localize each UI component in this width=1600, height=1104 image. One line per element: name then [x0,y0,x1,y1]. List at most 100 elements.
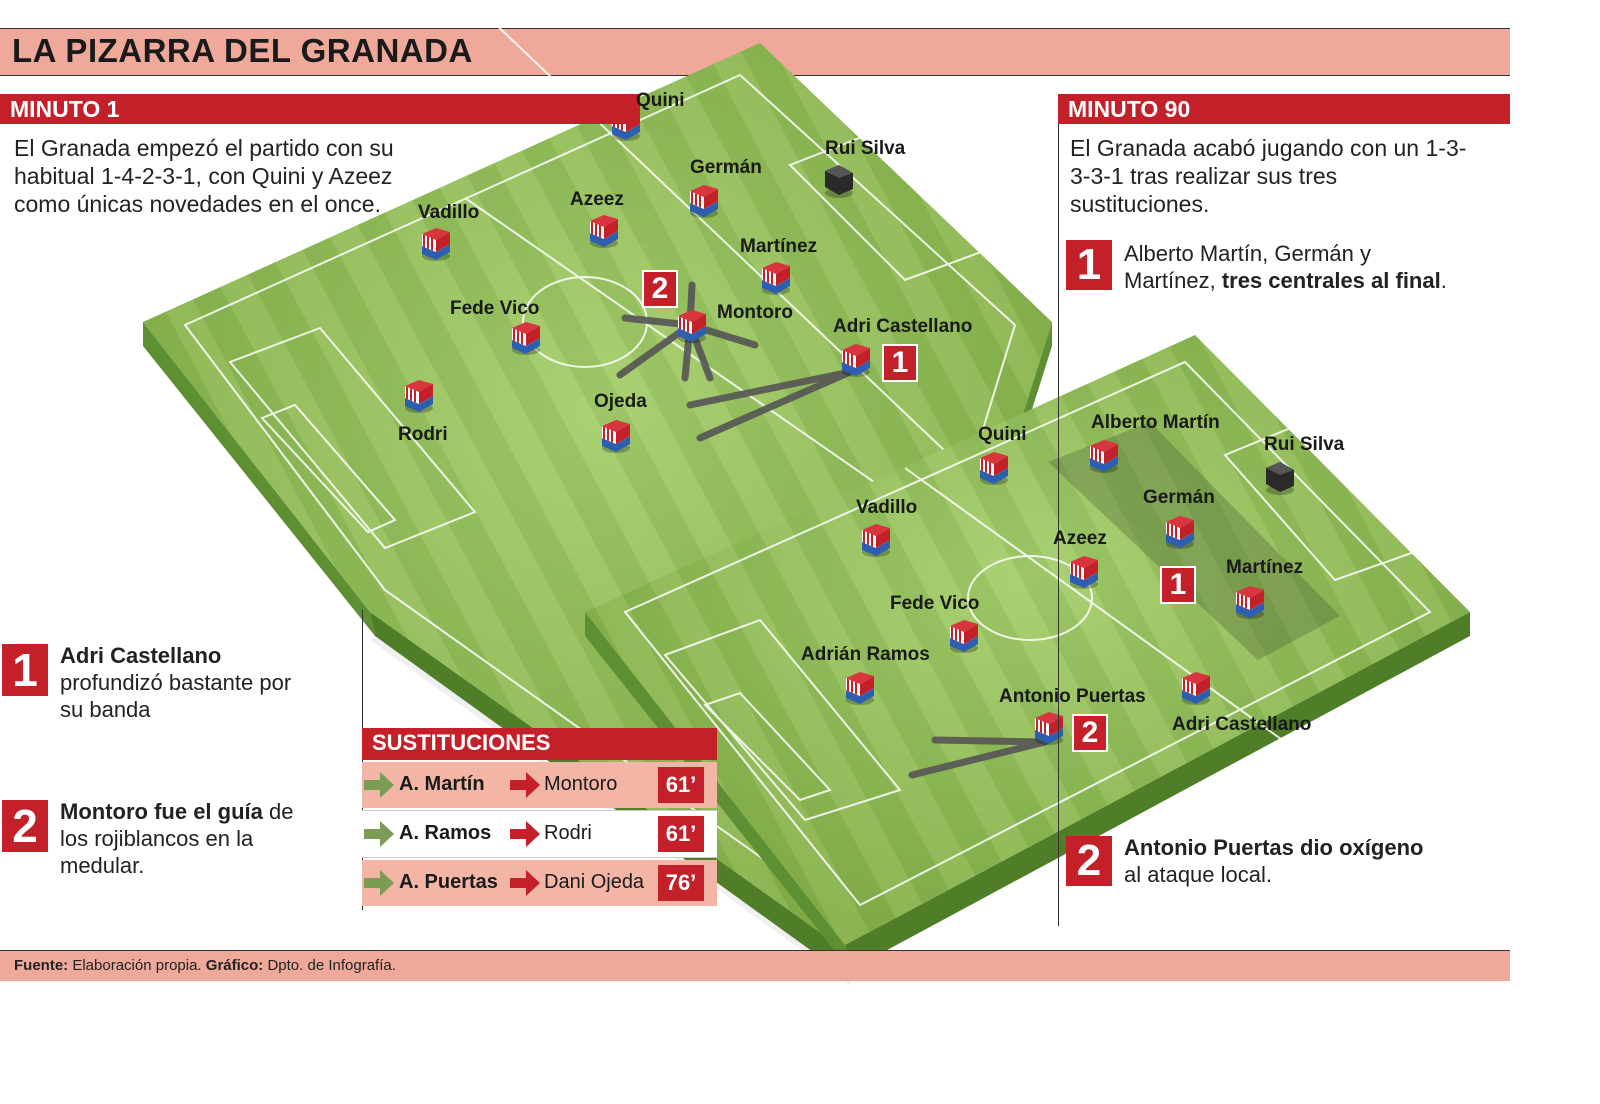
minute-90-description: El Granada acabó jugando con un 1-3-3-3-… [1070,135,1467,217]
field-badge-castellano: 1 [882,344,918,382]
substitutions-header: SUSTITUCIONES [372,730,551,755]
player-label-adri-castellano: Adri Castellano [1172,714,1312,735]
player-in: A. Puertas [399,871,498,893]
arrow-in-icon [364,870,394,896]
player-label-vadillo: Vadillo [856,497,918,518]
player-label-quini: Quini [978,424,1027,445]
player-token-azeez [590,215,618,248]
field-badge-montoro: 2 [642,270,678,308]
arrow-in-icon [364,821,394,847]
player-label-rui-silva: Rui Silva [1264,434,1345,455]
note-bold: Montoro fue el guía [60,799,263,824]
substitution-row: A. Puertas Dani Ojeda 76’ [362,860,717,906]
player-label-adrian-ramos: Adrián Ramos [801,644,930,665]
note-text: profundizó bastante por su banda [60,670,292,722]
field-badge-puertas: 2 [1072,714,1108,752]
player-out: Rodri [544,822,592,844]
player-token-adri-castellano [1182,672,1210,705]
note-badge-2: 2 [1066,836,1112,886]
player-label-adri-castellano: Adri Castellano [833,316,973,337]
field-badge-centrales: 1 [1160,566,1196,604]
player-out: Montoro [544,773,618,795]
player-token-vadillo [422,228,450,261]
player-token-rodri [405,380,433,413]
note-bold: tres centrales al final [1221,268,1441,293]
note-bold: Antonio Puertas dio oxígeno [1124,835,1424,860]
player-label-montoro: Montoro [717,302,793,323]
player-in: A. Ramos [399,822,492,844]
player-label-fede-vico: Fede Vico [450,298,540,319]
section-divider-left [362,610,363,910]
source-text: Elaboración propia. [72,957,202,974]
player-label-alberto-martin: Alberto Martín [1091,412,1220,433]
arrow-out-icon [510,870,540,896]
minute-90-note-2: Antonio Puertas dio oxígeno al ataque lo… [1124,834,1484,888]
minute-1-note-2: Montoro fue el guía de los rojiblancos e… [60,798,330,879]
player-label-vadillo: Vadillo [418,202,480,223]
substitution-row: A. Ramos Rodri 61’ [362,810,717,858]
player-token-fede-vico [950,620,978,653]
player-token-adri-castellano [842,344,870,377]
player-out: Dani Ojeda [544,871,645,893]
note-text: los rojiblancos en la medular. [60,826,254,878]
player-label-rui-silva: Rui Silva [825,138,906,159]
central-defenders-zone [1048,422,1340,660]
page-title: LA PIZARRA DEL GRANADA [12,32,473,69]
player-label-quini: Quini [636,90,685,111]
footer-credits: Fuente: Elaboración propia. Gráfico: Dpt… [14,957,396,974]
player-token-quini [980,452,1008,485]
player-token-rui-silva [1266,462,1294,495]
player-token-german [690,185,718,218]
note-bold: Adri Castellano [60,643,222,668]
arrow-out-icon [510,821,540,847]
player-in: A. Martín [399,773,485,795]
note-end: . [1440,268,1447,293]
movement-arrows-1 [616,281,854,442]
player-label-martinez: Martínez [1226,557,1304,578]
player-label-rodri: Rodri [398,424,448,445]
player-token-martinez [762,262,790,295]
substitution-row: A. Martín Montoro 61’ [362,762,717,808]
player-token-alberto-martin [1090,440,1118,473]
arrow-in-icon [364,772,394,798]
movement-arrows-2 [908,736,1049,779]
source-label: Fuente: [14,957,69,974]
note-text: al ataque local. [1124,862,1272,887]
section-divider [1058,94,1059,926]
note-text-after-bold: de [269,799,294,824]
substitutions-header-bar [362,728,717,760]
player-token-antonio-puertas [1035,712,1063,745]
substitution-minute: 61’ [658,816,704,852]
player-token-german [1166,516,1194,549]
note-badge-1: 1 [1066,240,1112,290]
player-token-montoro [678,310,706,343]
substitution-minute: 76’ [658,865,704,901]
player-token-adrian-ramos [846,672,874,705]
graphic-label: Gráfico: [205,957,264,974]
player-label-antonio-puertas: Antonio Puertas [999,686,1146,707]
minute-90-header: MINUTO 90 [1058,94,1510,124]
player-token-martinez [1236,586,1264,619]
player-token-azeez [1070,556,1098,589]
note-badge-2: 2 [2,800,48,852]
graphic-text: Dpto. de Infografía. [267,957,396,974]
footer-bar [0,950,1510,981]
minute-1-description: El Granada empezó el partido con su habi… [14,135,394,217]
player-token-rui-silva [825,165,853,198]
note-badge-1: 1 [2,644,48,696]
player-label-fede-vico: Fede Vico [890,593,980,614]
substitution-minute: 61’ [658,767,704,803]
player-label-azeez: Azeez [1053,528,1107,549]
player-label-azeez: Azeez [570,189,624,210]
arrow-out-icon [510,772,540,798]
minute-1-header: MINUTO 1 [0,94,640,124]
player-label-martinez: Martínez [740,236,818,257]
player-label-german: Germán [690,157,762,178]
minute-1-note-1: Adri Castellano profundizó bastante por … [60,642,320,723]
minute-90-note-1: Alberto Martín, Germán y Martínez, tres … [1124,240,1454,294]
player-token-ojeda [602,420,630,453]
note-text: Alberto Martín, Germán y Martínez, [1124,241,1371,293]
player-label-german: Germán [1143,487,1215,508]
player-label-ojeda: Ojeda [594,391,647,412]
